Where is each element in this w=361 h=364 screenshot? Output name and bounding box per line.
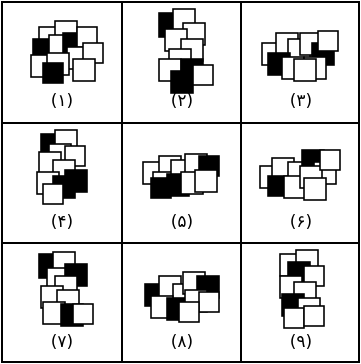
figure-6-square-9 — [304, 178, 326, 200]
puzzle-option-8[interactable]: (۸) — [123, 244, 241, 363]
puzzle-option-1[interactable]: (۱) — [3, 3, 121, 122]
option-label-5: (۵) — [123, 212, 241, 232]
puzzle-option-2[interactable]: (۲) — [123, 3, 241, 122]
option-label-8: (۸) — [123, 332, 241, 352]
figure-4-square-10 — [43, 184, 63, 204]
figure-5-square-10 — [151, 178, 171, 198]
figure-3-square-9 — [318, 31, 338, 51]
option-label-7: (۷) — [3, 332, 121, 352]
option-label-3: (۳) — [242, 91, 360, 111]
figure-8-square-10 — [179, 302, 199, 322]
figure-7-square-10 — [73, 304, 93, 324]
option-label-4: (۴) — [3, 212, 121, 232]
figure-2-square-10 — [193, 65, 213, 85]
option-label-1: (۱) — [3, 91, 121, 111]
figure-1-square-11 — [43, 63, 63, 83]
figure-9-square-10 — [304, 306, 324, 326]
figure-2-square-9 — [171, 71, 193, 93]
puzzle-option-9[interactable]: (۹) — [242, 244, 360, 363]
option-label-6: (۶) — [242, 212, 360, 232]
puzzle-option-6[interactable]: (۶) — [242, 124, 360, 243]
puzzle-option-5[interactable]: (۵) — [123, 124, 241, 243]
puzzle-option-3[interactable]: (۳) — [242, 3, 360, 122]
puzzle-option-4[interactable]: (۴) — [3, 124, 121, 243]
figure-8-square-9 — [199, 292, 219, 312]
figure-9-square-9 — [284, 308, 304, 328]
figure-6-square-10 — [320, 150, 340, 170]
figure-1-square-12 — [73, 59, 95, 81]
figure-3-square-10 — [294, 59, 316, 81]
option-label-2: (۲) — [123, 91, 241, 111]
figure-4-square-9 — [65, 170, 87, 192]
option-label-9: (۹) — [242, 332, 360, 352]
figure-5-square-9 — [195, 170, 217, 192]
puzzle-option-7[interactable]: (۷) — [3, 244, 121, 363]
